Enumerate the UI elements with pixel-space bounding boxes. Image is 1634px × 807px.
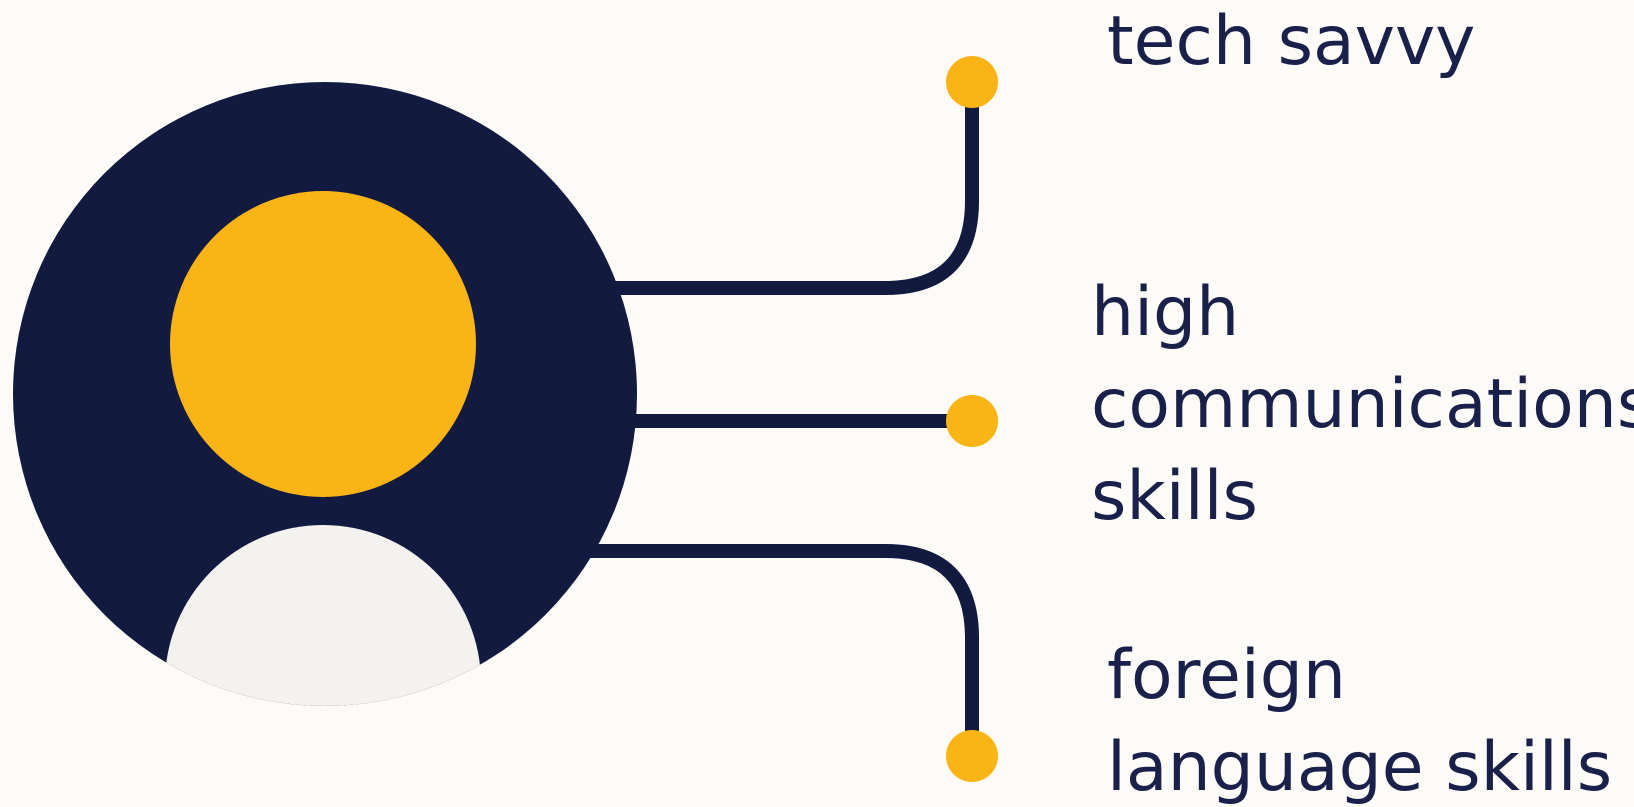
skill-label-line: language skills bbox=[1107, 728, 1613, 807]
connector-dots bbox=[946, 56, 998, 782]
skill-label-foreign-language: foreign language skills bbox=[1107, 630, 1612, 807]
connector-foreign-language bbox=[583, 544, 979, 756]
skill-label-line: skills bbox=[1091, 457, 1258, 536]
person-avatar-icon bbox=[13, 82, 637, 706]
skill-label-communications: high communications skills bbox=[1091, 267, 1634, 543]
connector-tech-savvy bbox=[583, 84, 979, 295]
dot-foreign-language bbox=[946, 730, 998, 782]
avatar-body bbox=[165, 525, 481, 706]
skill-label-line: communications bbox=[1091, 365, 1634, 444]
dot-communications bbox=[946, 395, 998, 447]
avatar-head bbox=[170, 191, 476, 497]
skill-label-line: foreign bbox=[1107, 636, 1346, 715]
dot-tech-savvy bbox=[946, 56, 998, 108]
skill-label-line: tech savvy bbox=[1107, 2, 1476, 81]
skill-label-tech-savvy: tech savvy bbox=[1107, 0, 1475, 88]
connector-lines bbox=[583, 84, 979, 756]
skill-label-line: high bbox=[1091, 273, 1240, 352]
